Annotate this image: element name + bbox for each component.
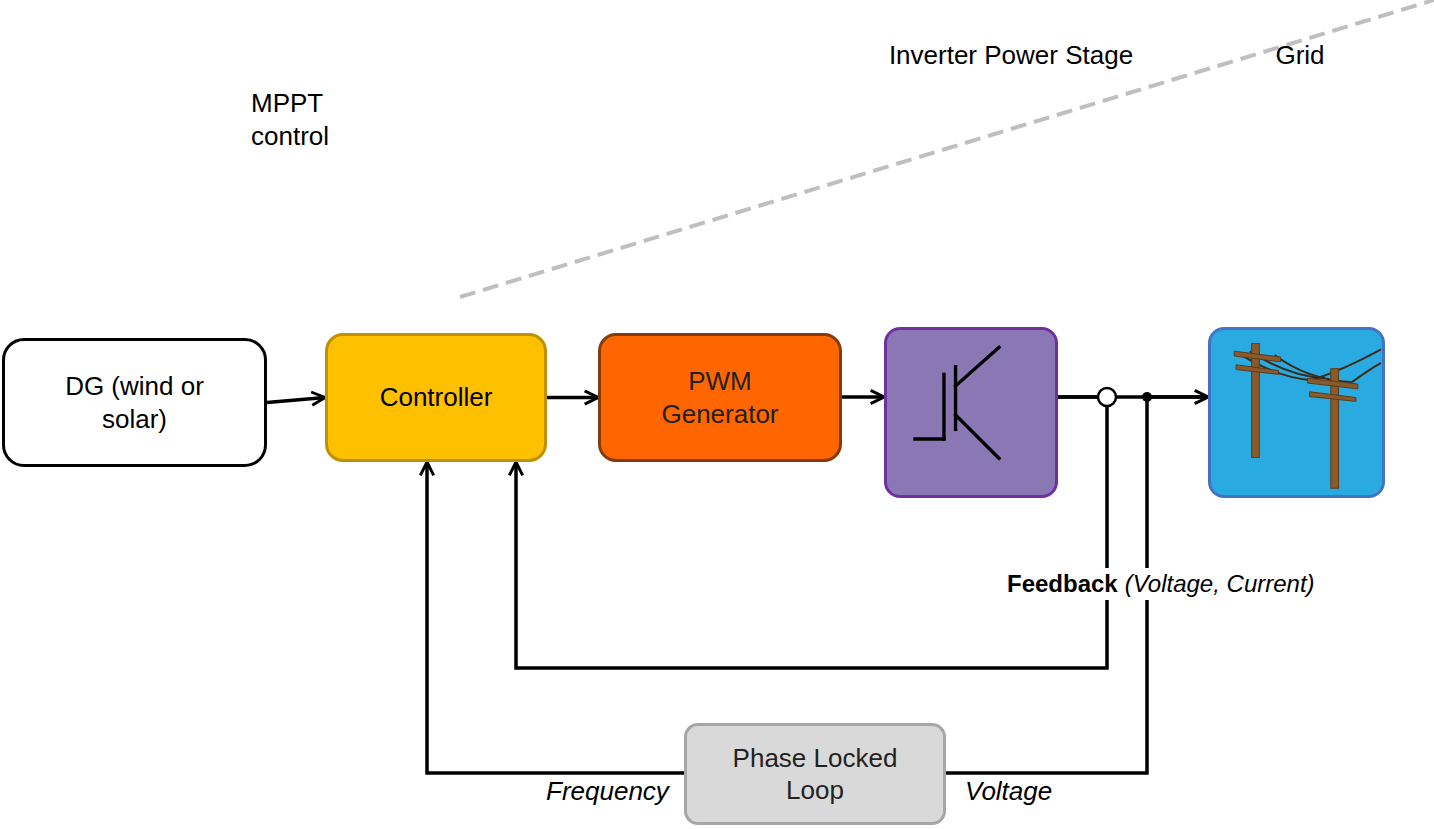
signal-connector xyxy=(267,398,325,403)
signal-connector xyxy=(427,462,684,773)
signal-connector xyxy=(547,396,598,400)
voltage-tap-dot xyxy=(1142,392,1152,402)
source-box: DG (wind or solar) xyxy=(2,338,267,467)
signal-name: Voltage xyxy=(962,776,1055,807)
inverter-box: Inverter Power Stage xyxy=(884,327,1058,498)
controller-box: MPPT controlController xyxy=(325,333,547,462)
grid-box: Grid xyxy=(1208,327,1385,498)
box-label: PWM Generator xyxy=(645,365,795,430)
igbt-symbol xyxy=(887,330,1055,495)
box-heading: Grid xyxy=(1275,39,1324,72)
box-label: DG (wind or solar) xyxy=(30,370,240,435)
current-sensor xyxy=(1098,388,1116,406)
signal-connector xyxy=(842,395,884,399)
zoom-guide-line xyxy=(460,0,1434,297)
feedback-caption: Feedback(Voltage, Current) xyxy=(1003,568,1319,600)
box-heading: Inverter Power Stage xyxy=(889,39,1133,72)
box-label: Phase Locked Loop xyxy=(730,742,900,807)
feedback-title: Feedback xyxy=(1007,570,1118,598)
power-pole-icon xyxy=(1211,330,1382,495)
feedback-signals: (Voltage, Current) xyxy=(1125,570,1315,598)
box-heading: MPPT control xyxy=(251,87,369,152)
pll-box: Phase Locked Loop xyxy=(684,723,946,825)
signal-name: Frequency xyxy=(543,776,672,807)
pwm-box: PWM Generator xyxy=(598,333,842,462)
box-label: Controller xyxy=(380,381,493,414)
